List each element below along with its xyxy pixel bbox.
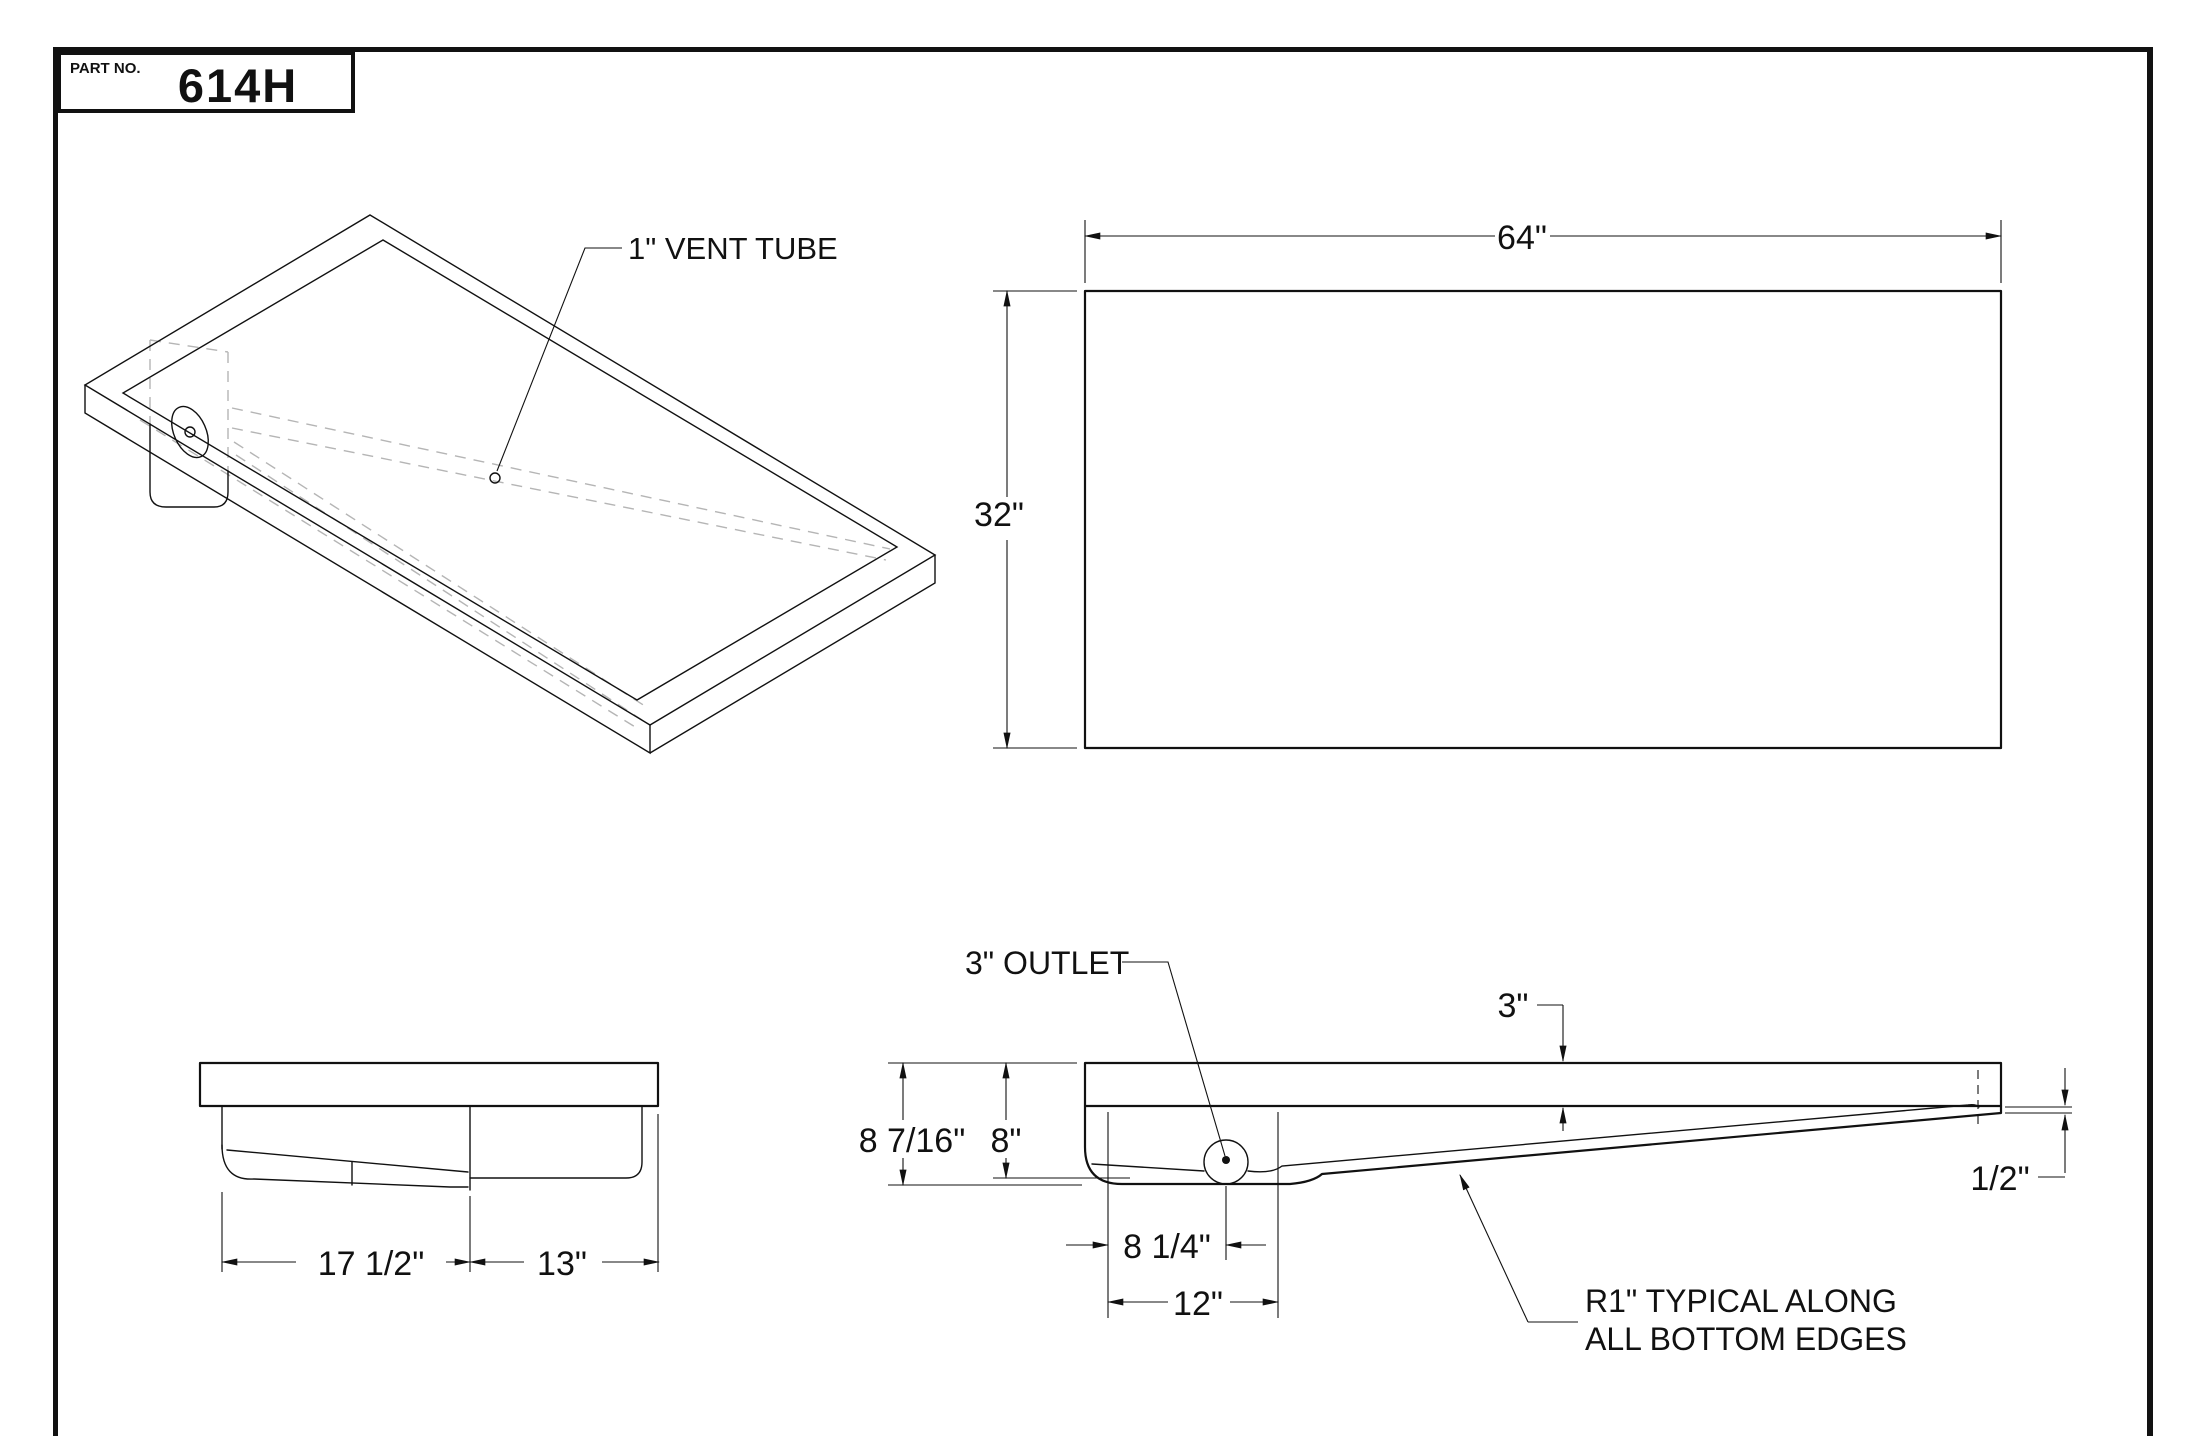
isometric-view: 1" VENT TUBE [83, 214, 937, 755]
iso-floor-slope-hidden-lines [231, 407, 891, 721]
frame-right [2147, 47, 2153, 1436]
dim-32-text: 32" [974, 496, 1024, 534]
title-block: PART NO. 614H [57, 51, 355, 113]
end-view-sump-floor-inner [226, 1149, 469, 1173]
part-number: 614H [178, 59, 298, 112]
radius-note-line1: R1" TYPICAL ALONG [1585, 1283, 1897, 1319]
dim-8-7-16-text: 8 7/16" [859, 1122, 966, 1160]
outlet-circle [1203, 1139, 1249, 1185]
part-no-label: PART NO. [70, 60, 141, 77]
side-view-bottom-outer [1083, 1104, 2003, 1186]
top-view-outline [1083, 289, 2003, 750]
outlet-leader-dot [1222, 1156, 1230, 1164]
vent-tube-label: 1" VENT TUBE [628, 231, 838, 266]
frame-top [53, 47, 2153, 52]
iso-sump-outline [149, 423, 229, 508]
radius-note-leader-arrow [1459, 1173, 1529, 1323]
iso-inner-rim [121, 239, 899, 701]
iso-top-face [83, 214, 937, 726]
side-view-floor-inner-slope [1247, 1104, 1980, 1173]
end-view-flange [198, 1061, 660, 1108]
iso-bottom-hidden-line [139, 419, 641, 731]
side-view-sump-floor-inner-left [1091, 1163, 1205, 1172]
dim-13-text: 13" [537, 1245, 587, 1283]
side-view-flange [1083, 1061, 2003, 1108]
dim-64-text: 64" [1497, 219, 1547, 257]
dim-half-text: 1/2" [1970, 1160, 2029, 1198]
iso-bottom-edges [84, 384, 936, 755]
vent-leader-line [496, 247, 622, 472]
dim-8-text: 8" [991, 1122, 1022, 1160]
dim-17half-text: 17 1/2" [318, 1245, 425, 1283]
outlet-leader-line [1122, 961, 1226, 1157]
title-block-box [57, 51, 355, 113]
outlet-label: 3" OUTLET [965, 945, 1129, 981]
dim-8-1-4-text: 8 1/4" [1123, 1228, 1211, 1266]
end-view-sump-floor-outer [221, 1144, 469, 1188]
radius-note-line2: ALL BOTTOM EDGES [1585, 1321, 1907, 1357]
top-view: 64" 32" [974, 219, 2003, 750]
end-view: 17 1/2" 13" [198, 1061, 661, 1283]
dim-3-text: 3" [1498, 987, 1529, 1025]
side-view: 8 7/16" 8" 8 1/4" 12" 3" 1/2" 3" OUTLET … [859, 945, 2072, 1357]
end-view-main-floor [469, 1105, 643, 1179]
frame-left [53, 47, 58, 1436]
iso-outlet-fitting [171, 405, 209, 459]
iso-outlet-hub [184, 426, 196, 438]
vent-tube-circle [489, 472, 501, 484]
sheet-frame [53, 47, 2153, 1436]
dim-12-text: 12" [1173, 1285, 1223, 1323]
iso-sump-hidden-lines [149, 339, 229, 471]
